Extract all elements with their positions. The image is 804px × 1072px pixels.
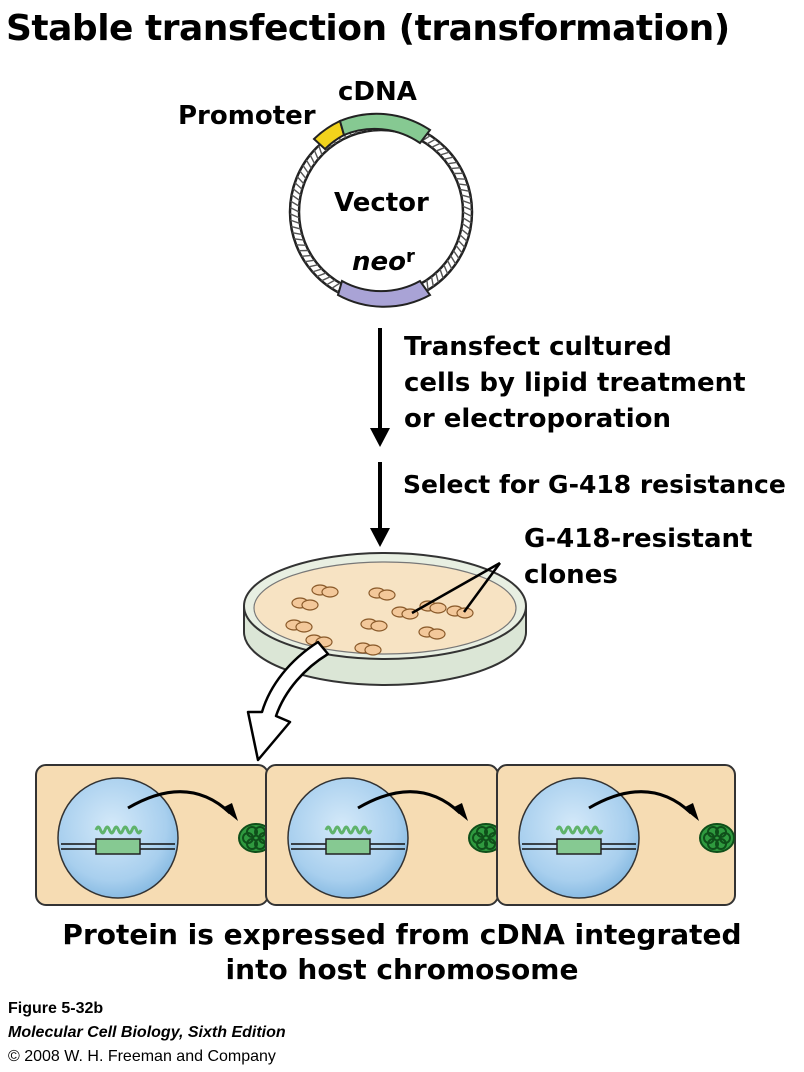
step1-line3: or electroporation	[404, 404, 671, 434]
vector-label: Vector	[334, 188, 429, 218]
clone	[418, 626, 446, 640]
step1-line2: cells by lipid treatment	[404, 368, 746, 398]
dish-clones	[285, 584, 474, 656]
step2-text: Select for G-418 resistance	[403, 470, 786, 499]
expressed-protein	[468, 823, 504, 853]
neo-gene-name: neo	[352, 247, 407, 277]
figure-number: Figure 5-32b	[8, 1000, 104, 1017]
mrna	[94, 825, 143, 835]
cell-row	[35, 764, 736, 906]
expression-arrowhead	[683, 803, 699, 821]
mrna	[324, 825, 373, 835]
clone	[311, 584, 339, 598]
caption-line1: Protein is expressed from cDNA integrate…	[62, 918, 742, 951]
integrated-cdna	[556, 838, 602, 855]
copyright: © 2008 W. H. Freeman and Company	[8, 1048, 276, 1065]
promoter-label: Promoter	[178, 101, 316, 131]
plasmid-vector	[288, 112, 474, 308]
expressed-protein	[238, 823, 274, 853]
expressed-protein	[699, 823, 735, 853]
neo-superscript: r	[406, 246, 415, 267]
caption-line2: into host chromosome	[225, 953, 579, 986]
clone	[354, 642, 382, 656]
clone	[285, 619, 313, 633]
integrated-cdna	[325, 838, 371, 855]
figure-title: Stable transfection (transformation)	[6, 8, 730, 49]
neo-label: neor	[352, 246, 415, 278]
nucleus	[57, 777, 179, 899]
nucleus	[287, 777, 409, 899]
nucleus	[518, 777, 640, 899]
step2-arrowhead	[370, 528, 390, 547]
clone	[368, 587, 396, 601]
clone-pointer-1	[411, 561, 501, 615]
clone	[419, 600, 447, 614]
expression-arrow	[588, 790, 693, 815]
expression-arrowhead	[452, 803, 468, 821]
mrna	[555, 825, 604, 835]
host-cell	[35, 764, 274, 906]
step1-line1: Transfect cultured	[404, 332, 672, 362]
clones-label-line1: G-418-resistant	[524, 524, 753, 554]
host-cell	[265, 764, 504, 906]
clone	[446, 605, 474, 619]
clone-pointer-2	[462, 562, 502, 613]
cdna-segment	[338, 112, 432, 145]
dish-to-cells-arrow	[246, 640, 330, 762]
integrated-cdna	[95, 838, 141, 855]
expression-arrow	[127, 790, 232, 815]
step1-arrowhead	[370, 428, 390, 447]
expression-arrowhead	[222, 803, 238, 821]
petri-dish	[243, 552, 527, 686]
neo-segment	[336, 279, 432, 308]
book-title: Molecular Cell Biology, Sixth Edition	[8, 1024, 286, 1041]
clones-label-line2: clones	[524, 560, 618, 590]
expression-arrow	[357, 790, 462, 815]
host-cell	[496, 764, 736, 906]
cdna-label: cDNA	[338, 77, 417, 107]
clone	[360, 618, 388, 632]
clone	[291, 597, 319, 611]
